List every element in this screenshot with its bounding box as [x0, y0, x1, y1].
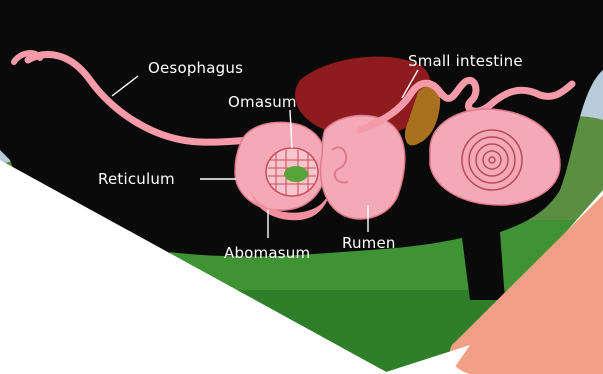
label-abomasum: Abomasum [224, 244, 310, 262]
label-rumen: Rumen [342, 234, 396, 252]
label-omasum: Omasum [228, 93, 297, 111]
label-small-intestine: Small intestine [408, 52, 523, 70]
omasum [266, 148, 318, 196]
label-oesophagus: Oesophagus [148, 59, 243, 77]
label-reticulum: Reticulum [98, 170, 175, 188]
